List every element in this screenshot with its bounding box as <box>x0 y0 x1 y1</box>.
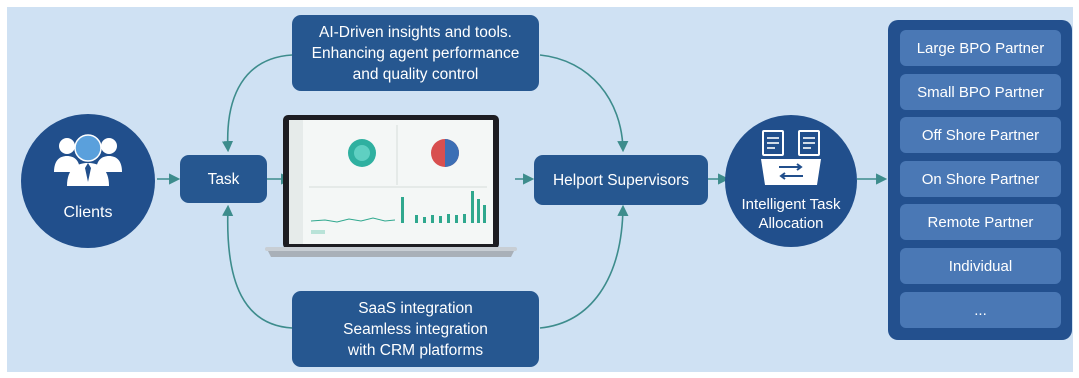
partner-label: Off Shore Partner <box>921 126 1040 144</box>
ai-tools-line-1: AI-Driven insights and tools. <box>319 23 512 41</box>
partner-label: On Shore Partner <box>921 170 1040 188</box>
partner-label: Small BPO Partner <box>917 83 1044 101</box>
partner-item-on-shore: On Shore Partner <box>900 161 1061 197</box>
ai-tools-line-2: Enhancing agent performance <box>311 44 520 62</box>
ai-tools-box: AI-Driven insights and tools. Enhancing … <box>292 15 539 91</box>
dashboard-laptop-icon <box>265 115 517 257</box>
task-box: Task <box>180 155 267 203</box>
partner-item-remote: Remote Partner <box>900 204 1061 240</box>
partner-label: Remote Partner <box>927 213 1034 231</box>
allocation-label-2: Allocation <box>758 215 824 232</box>
saas-line-2: Seamless integration <box>343 320 488 338</box>
supervisors-label: Helport Supervisors <box>552 171 690 189</box>
saas-line-3: with CRM platforms <box>347 341 484 359</box>
ai-tools-line-3: and quality control <box>352 65 479 83</box>
arrow-saas-to-supervisors <box>539 204 629 329</box>
partner-item-small-bpo: Small BPO Partner <box>900 74 1061 110</box>
task-transfer-icon <box>761 130 821 185</box>
partner-item-off-shore: Off Shore Partner <box>900 117 1061 153</box>
partners-panel: Large BPO Partner Small BPO Partner Off … <box>888 20 1072 340</box>
saas-box: SaaS integration Seamless integration wi… <box>292 291 539 367</box>
partner-label: ... <box>974 301 987 319</box>
partner-item-large-bpo: Large BPO Partner <box>900 30 1061 66</box>
clients-label: Clients <box>63 204 113 221</box>
partner-label: Individual <box>948 257 1013 275</box>
arrow-ai-to-task <box>221 54 293 153</box>
allocation-label-1: Intelligent Task <box>741 196 841 213</box>
allocation-node: Intelligent Task Allocation <box>725 115 857 247</box>
clients-node: Clients <box>21 114 155 248</box>
partner-item-individual: Individual <box>900 248 1061 284</box>
partner-label: Large BPO Partner <box>916 39 1045 57</box>
supervisors-box: Helport Supervisors <box>534 155 708 205</box>
arrow-ai-to-supervisors <box>539 54 629 153</box>
saas-line-1: SaaS integration <box>358 299 473 317</box>
arrow-saas-to-task <box>222 204 293 329</box>
users-group-icon <box>54 134 122 186</box>
task-label: Task <box>207 170 240 188</box>
partner-item-more: ... <box>900 292 1061 328</box>
